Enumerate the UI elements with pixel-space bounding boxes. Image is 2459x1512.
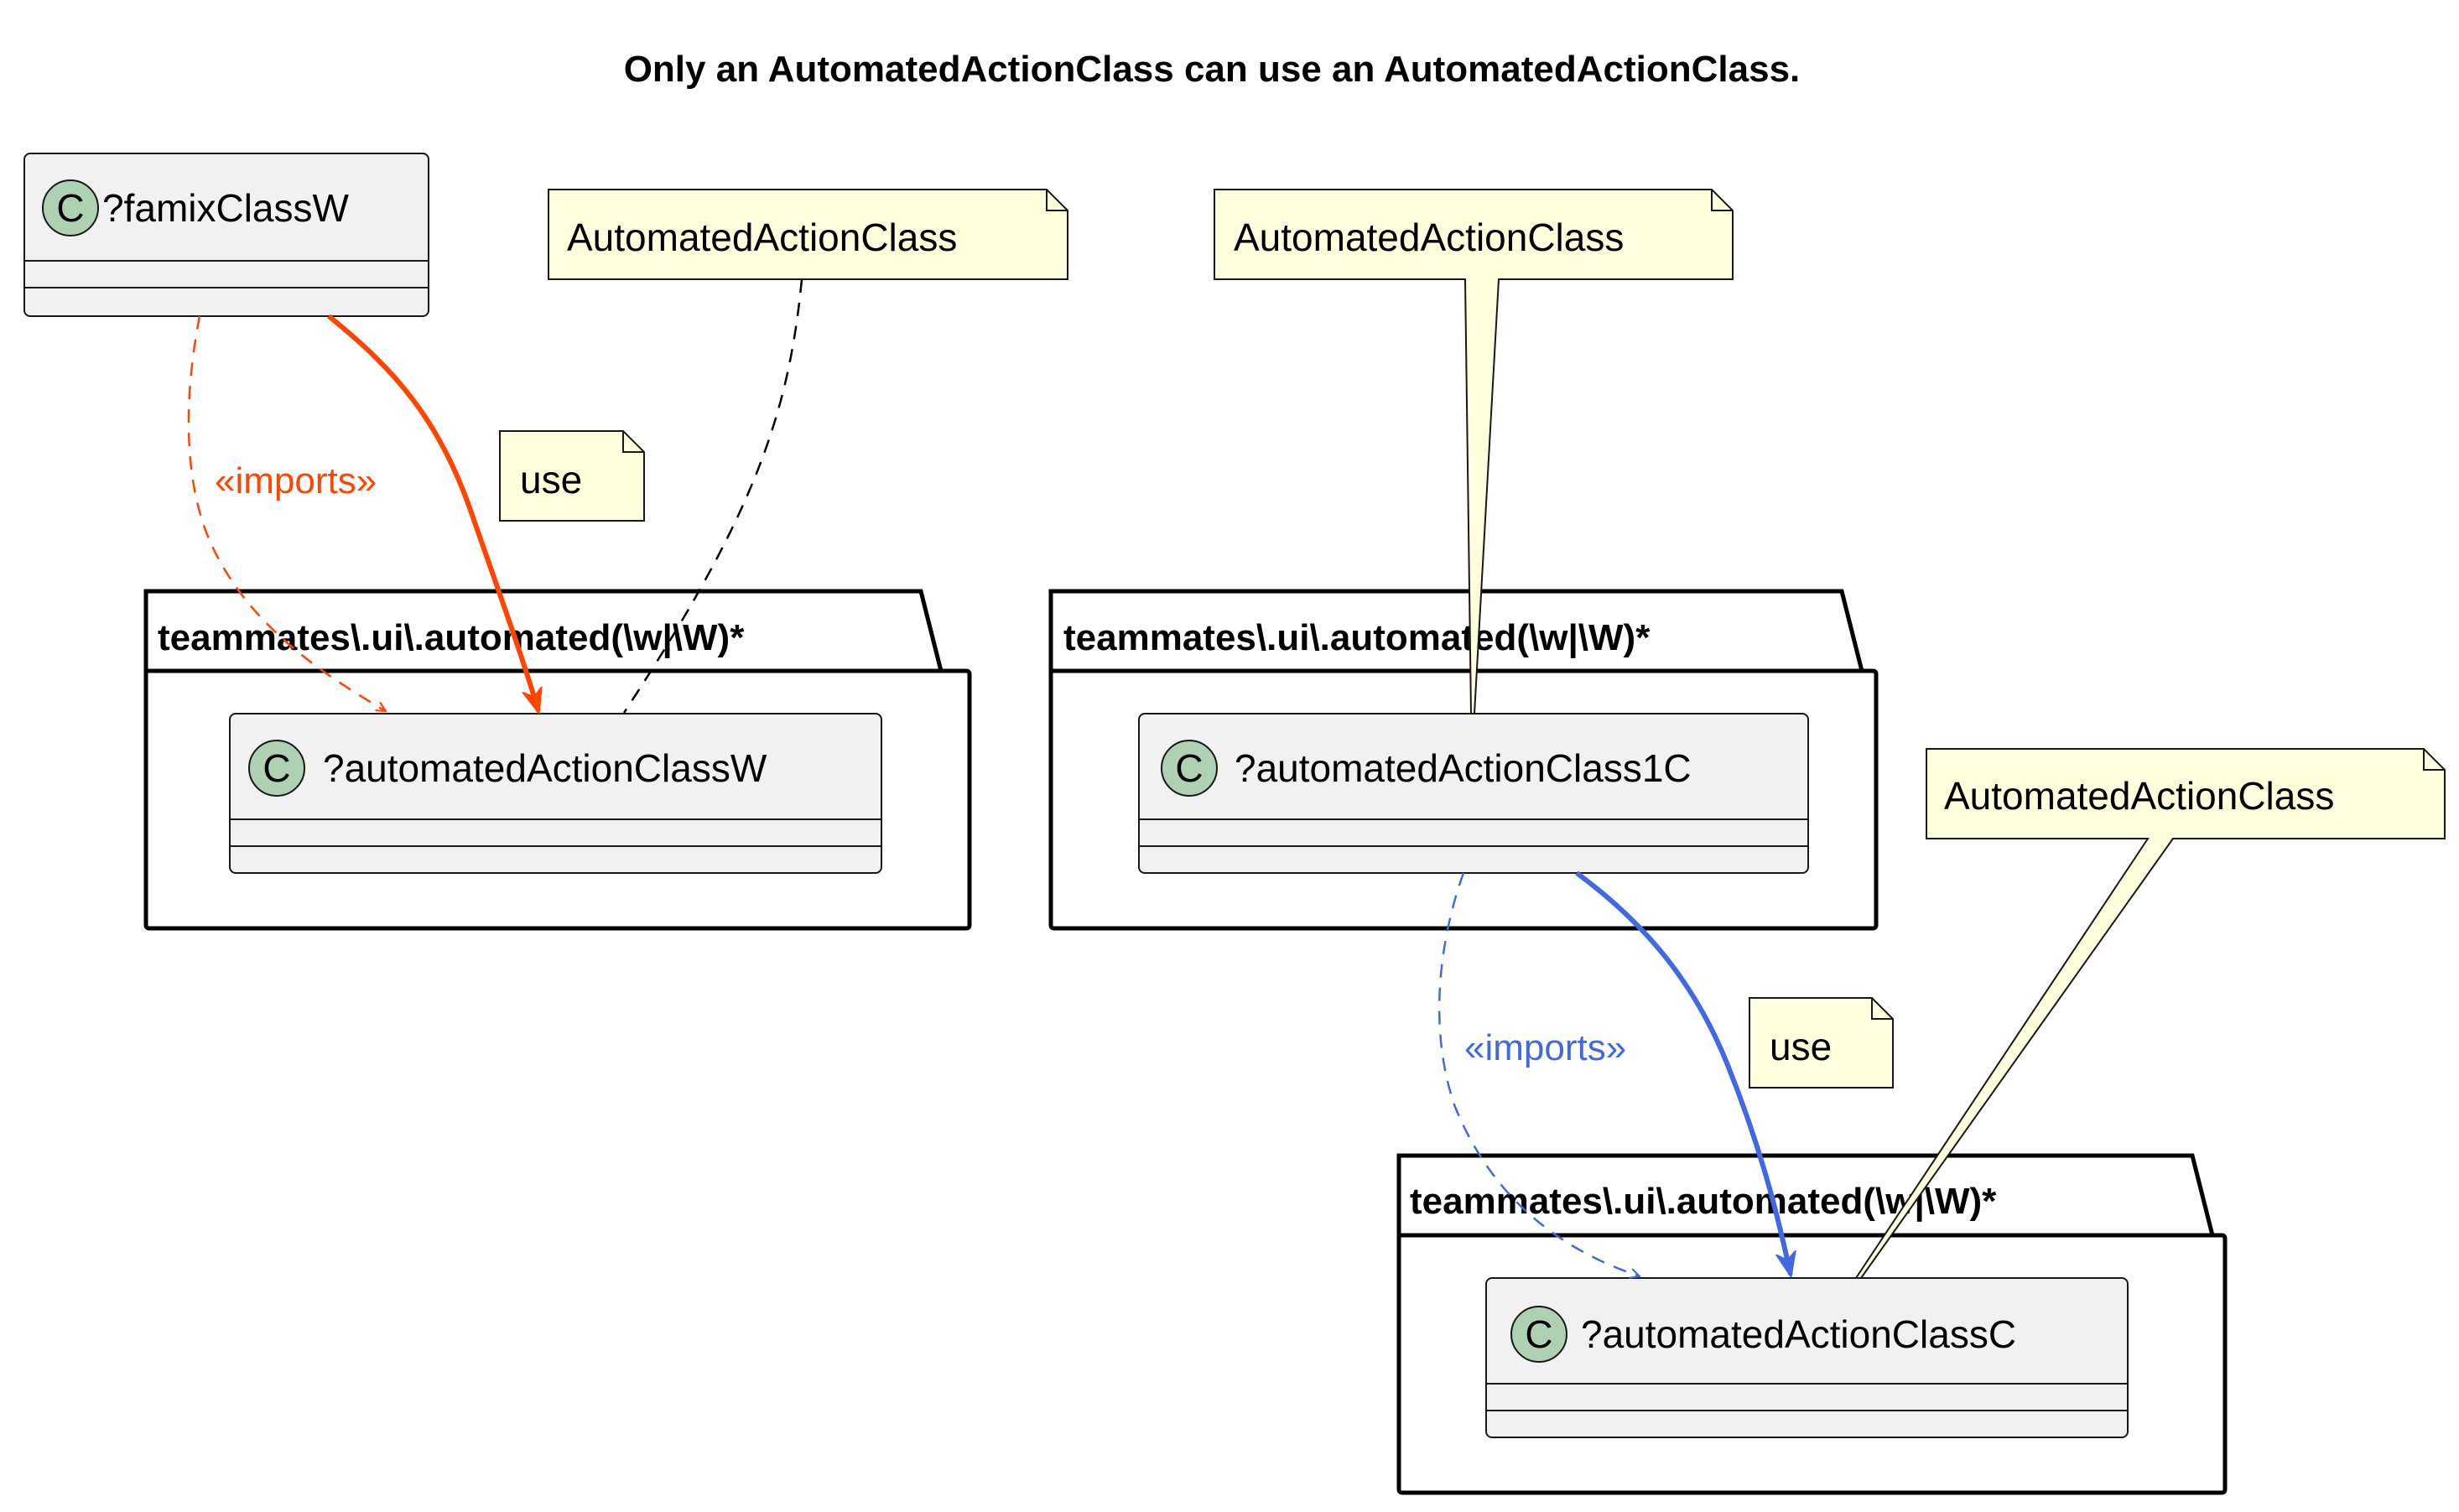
note-text: AutomatedActionClass xyxy=(1234,216,1624,259)
class-badge-letter: C xyxy=(1525,1312,1552,1356)
edge-use-blue xyxy=(1575,870,1791,1275)
class-name: ?automatedActionClassC xyxy=(1581,1312,2016,1356)
diagram-title: Only an AutomatedActionClass can use an … xyxy=(624,49,1801,90)
class-badge-letter: C xyxy=(263,746,290,790)
note-automated-action-class-2: AutomatedActionClass xyxy=(1214,189,1734,714)
class-badge-icon xyxy=(248,740,305,797)
class-name: ?famixClassW xyxy=(102,186,350,230)
class-name: ?automatedActionClass1C xyxy=(1235,746,1692,790)
class-name: ?automatedActionClassW xyxy=(323,746,767,790)
note-text: AutomatedActionClass xyxy=(1944,774,2334,818)
edge-imports-orange: «imports» xyxy=(187,315,386,711)
edge-label: «imports» xyxy=(215,460,377,501)
edge-use-orange xyxy=(327,314,538,711)
note-text: use xyxy=(520,458,582,501)
note-use-1: use xyxy=(499,430,645,522)
class-automated-action-class-w[interactable]: C ?automatedActionClassW xyxy=(229,713,882,874)
class-automated-action-class-1c[interactable]: C ?automatedActionClass1C xyxy=(1138,713,1809,874)
class-badge-letter: C xyxy=(1175,746,1203,790)
note-automated-action-class-1: AutomatedActionClass xyxy=(548,189,1068,714)
class-badge-letter: C xyxy=(56,186,84,230)
note-automated-action-class-3: AutomatedActionClass xyxy=(1854,748,2446,1279)
edge-label: «imports» xyxy=(1464,1027,1626,1068)
note-text: AutomatedActionClass xyxy=(567,216,957,259)
class-famix-class-w[interactable]: C ?famixClassW xyxy=(23,153,429,317)
package-label: teammates\.ui\.automated(\w|\W)* xyxy=(1063,617,1651,659)
package-label: teammates\.ui\.automated(\w|\W)* xyxy=(158,617,745,659)
class-badge-icon xyxy=(1161,740,1218,797)
class-badge-icon xyxy=(42,179,99,236)
class-badge-icon xyxy=(1510,1306,1567,1363)
note-connector xyxy=(622,278,803,714)
edge-imports-blue: «imports» xyxy=(1437,872,1640,1276)
class-automated-action-class-c[interactable]: C ?automatedActionClassC xyxy=(1485,1277,2129,1438)
note-use-2: use xyxy=(1749,997,1894,1089)
note-text: use xyxy=(1770,1025,1832,1068)
